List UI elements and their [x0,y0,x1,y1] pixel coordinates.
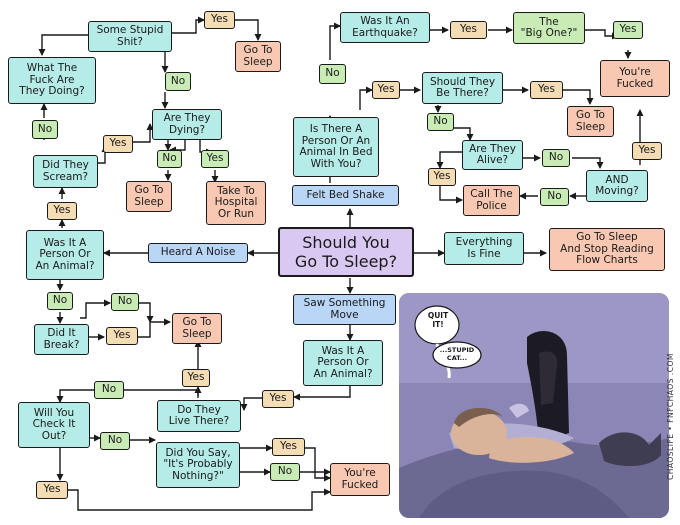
node-do-they-live-there: Do They Live There? [157,400,241,432]
node-yes-check: Yes [36,481,68,499]
node-yes-live: Yes [182,369,210,387]
node-are-they-alive: Are They Alive? [462,140,523,170]
node-are-they-dying: Are They Dying? [152,109,222,140]
node-youre-fucked-1: You're Fucked [600,60,670,97]
node-some-stupid-shit: Some Stupid Shit? [88,21,172,52]
node-yes-earthquake: Yes [450,21,487,39]
node-yes-big-one: Yes [613,21,643,39]
node-yes-stupid: Yes [204,11,235,29]
node-felt-bed-shake: Felt Bed Shake [292,185,399,206]
node-yes-dying-2: Yes [201,150,229,168]
node-yes-break: Yes [106,327,138,345]
node-and-moving: AND Moving? [586,170,648,202]
node-youre-fucked-2: You're Fucked [330,463,390,496]
node-did-they-scream: Did They Scream? [33,155,98,188]
node-no-alive: No [542,149,570,167]
node-yes-moving: Yes [632,142,662,160]
node-earthquake: Was It An Earthquake? [340,12,430,43]
node-what-doing: What The Fuck Are They Doing? [8,57,96,104]
node-big-one: The "Big One?" [513,12,585,44]
node-heard-a-noise: Heard A Noise [148,243,248,263]
node-yes-should: Yes [530,81,563,99]
center-question: Should You Go To Sleep? [278,227,414,277]
node-yes-pa2: Yes [262,390,294,408]
node-go-to-sleep-2: Go To Sleep [126,181,172,212]
node-saw-something-move: Saw Something Move [293,294,396,325]
node-yes-dying: Yes [103,135,133,153]
node-probably-nothing: Did You Say, "It's Probably Nothing?" [156,442,240,488]
node-everything-fine: Everything Is Fine [444,232,524,265]
node-stop-reading: Go To Sleep And Stop Reading Flow Charts [549,228,665,271]
speech-stupid-cat: ...STUPID CAT... [439,346,475,362]
node-yes-bed: Yes [372,81,400,99]
node-will-you-check: Will You Check It Out? [18,402,90,448]
node-no-nothing: No [270,463,300,481]
node-no-should: No [427,113,454,131]
node-go-to-sleep-1: Go To Sleep [235,41,281,72]
node-no-pa1: No [47,292,73,310]
node-person-or-animal-2: Was It A Person Or An Animal? [303,340,383,386]
node-yes-scream: Yes [47,202,77,220]
node-no-stupid: No [165,72,191,91]
node-go-to-sleep-3: Go To Sleep [172,313,222,344]
node-go-to-sleep-4: Go To Sleep [567,106,614,137]
node-no-check: No [100,432,130,450]
node-call-the-police: Call The Police [463,185,520,216]
node-person-or-animal-1: Was It A Person Or An Animal? [26,230,104,280]
node-no-live: No [94,381,124,399]
node-yes-alive: Yes [428,168,456,186]
node-no-break: No [111,293,139,311]
node-should-they-be-there: Should They Be There? [422,72,503,104]
node-yes-nothing: Yes [272,438,305,456]
credit-text: CHAOSLIFE • FNFCHAOS .COM [666,353,675,480]
node-no-earthquake: No [319,64,346,84]
node-no-dying: No [157,150,182,168]
node-person-in-bed: Is There A Person Or An Animal In Bed Wi… [293,117,379,177]
comic-illustration: QUIT IT! ...STUPID CAT... [399,293,669,518]
speech-quit-it: QUIT IT! [427,311,449,329]
node-no-moving: No [540,188,569,206]
node-did-it-break: Did It Break? [34,324,89,355]
node-no-doing: No [32,120,58,139]
node-take-to-hospital: Take To Hospital Or Run [206,181,266,225]
